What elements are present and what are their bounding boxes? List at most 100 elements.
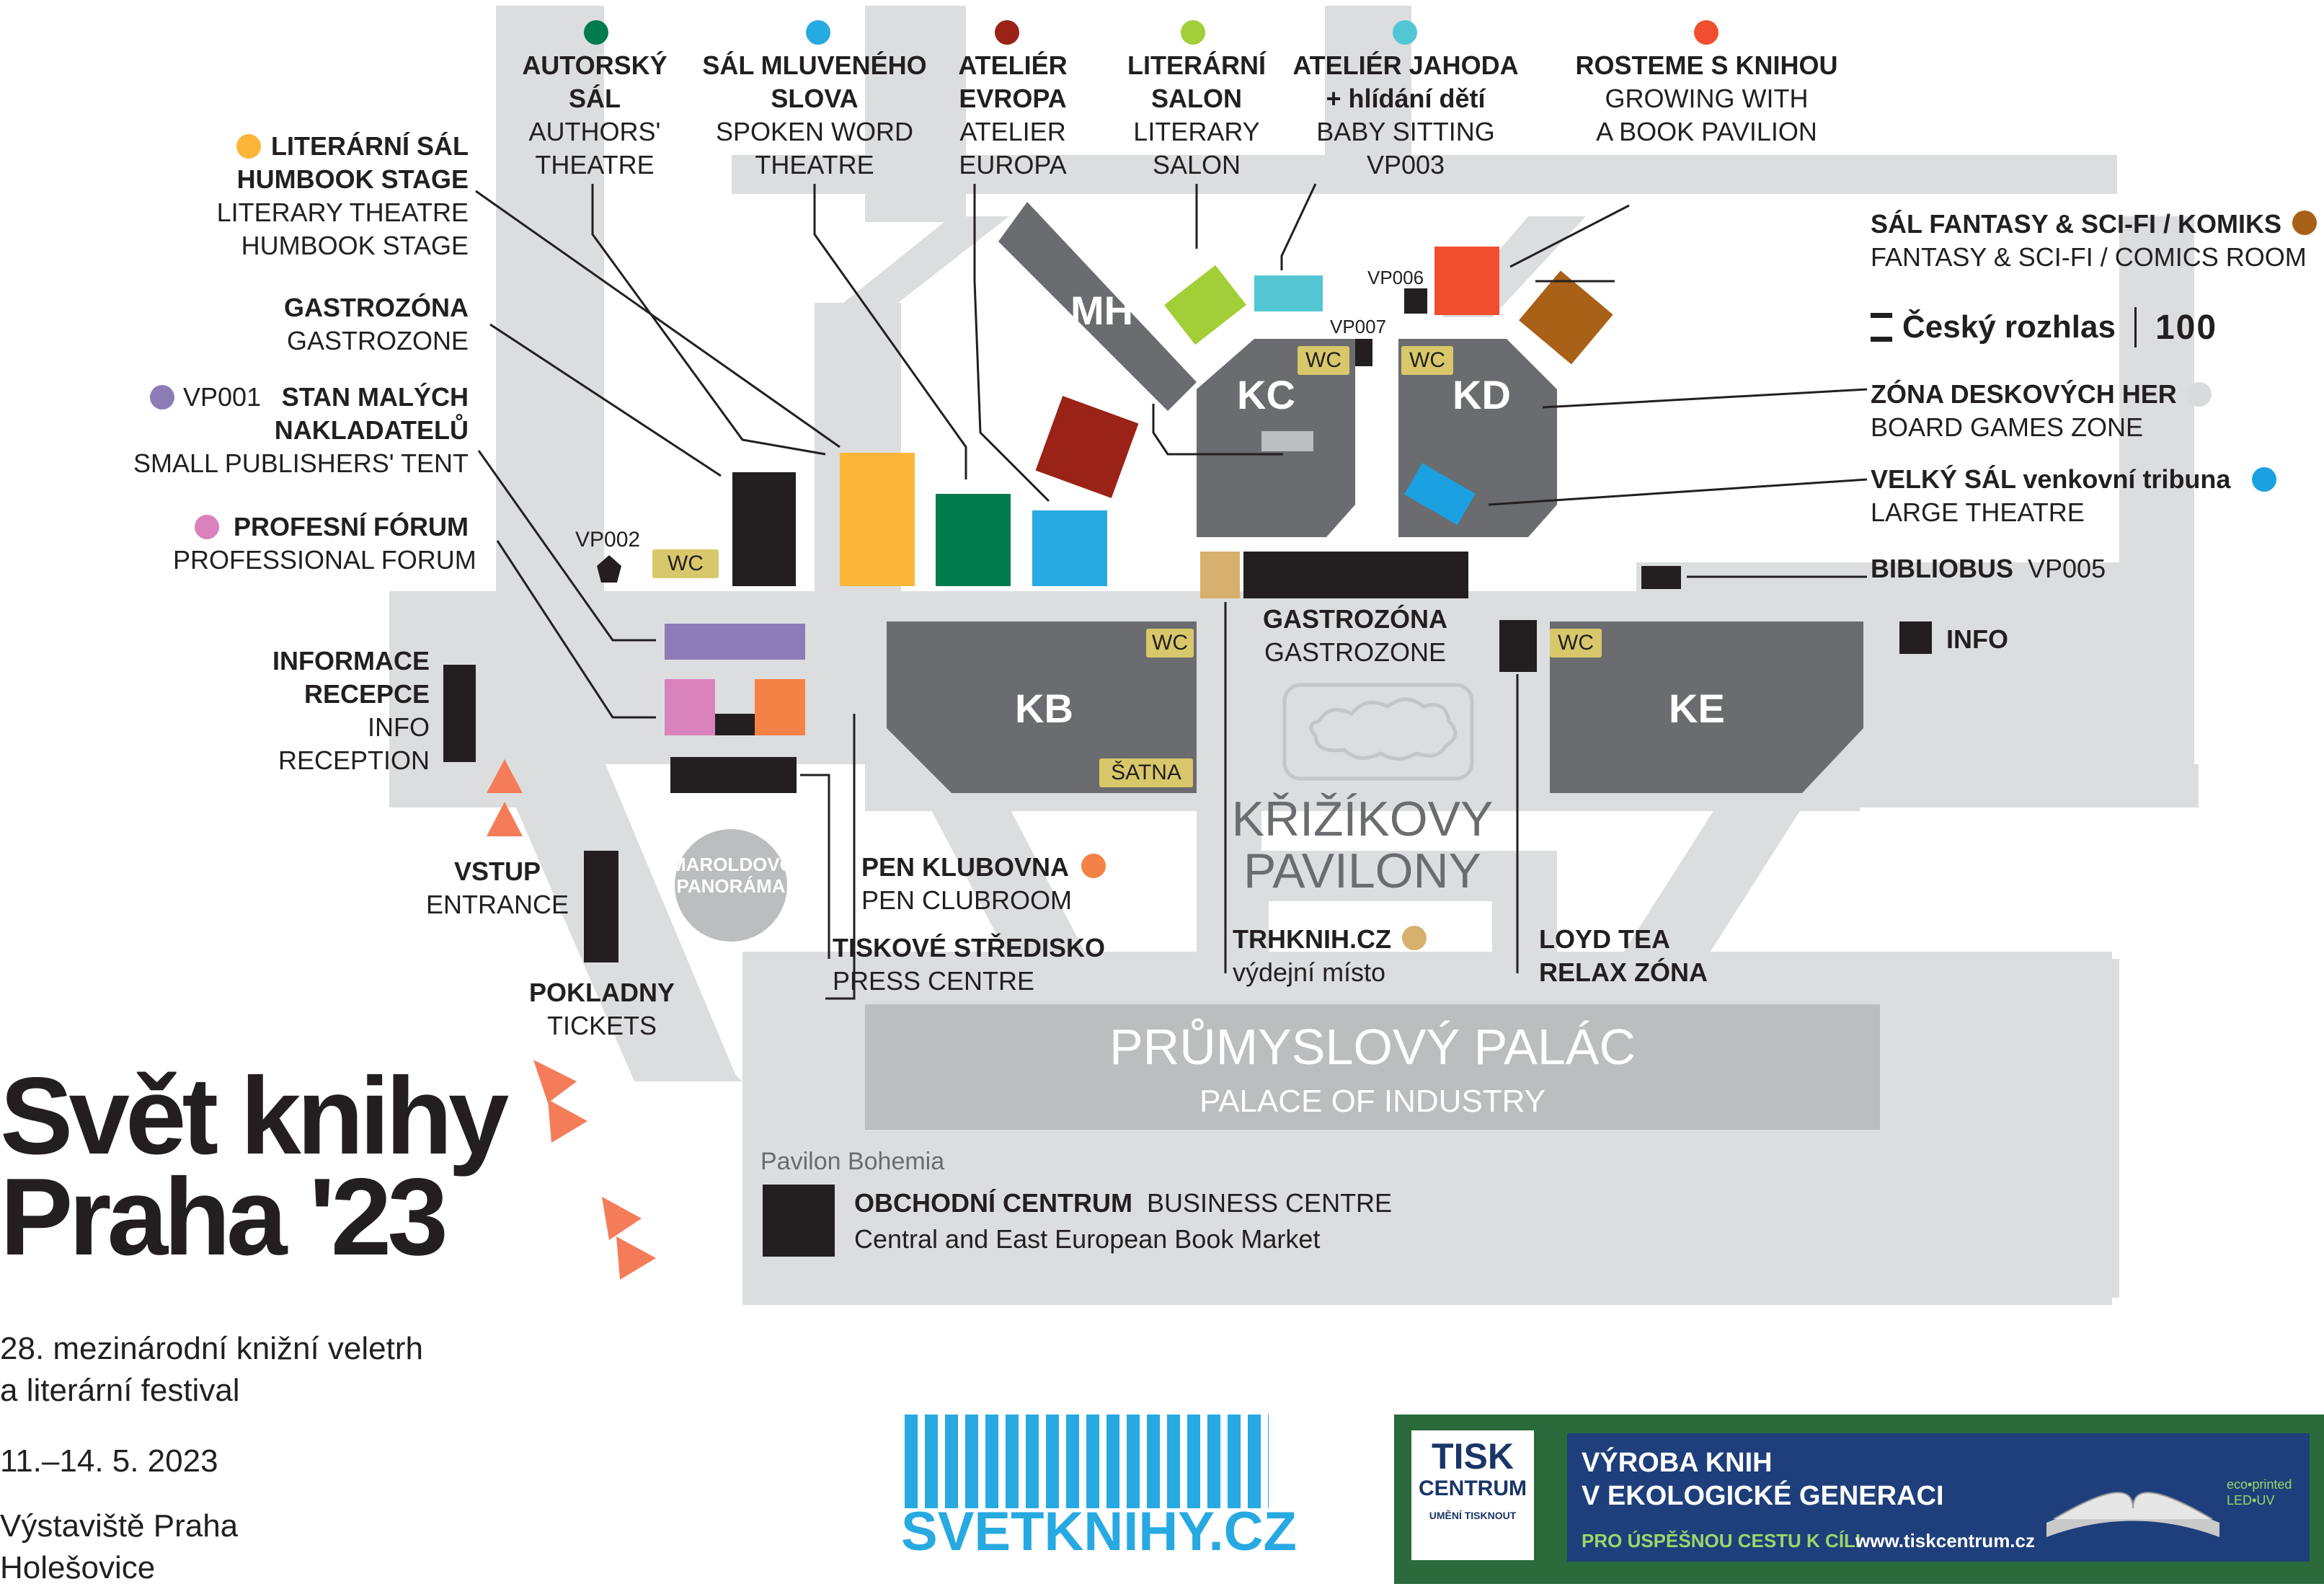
pen-clubroom [755, 679, 805, 735]
jahoda-dot [1393, 20, 1417, 45]
palace-of-industry [865, 1004, 1880, 1130]
entrance-arrows [487, 759, 656, 1280]
wc-label-vp002: WC [652, 549, 719, 578]
info-reception-box [443, 665, 476, 762]
hall-ke [1550, 621, 1863, 793]
maroldovo-panorama [675, 829, 787, 942]
spoken-word-theatre [1032, 510, 1107, 586]
krizik-fountain [1282, 683, 1474, 781]
wc-label-kb: WC [1146, 629, 1194, 658]
hall-ke-label: KE [1669, 686, 1725, 731]
festival-venue: Výstaviště Praha Holešovice [0, 1508, 239, 1585]
info-label: INFO [1946, 624, 2008, 654]
autorsky-dot [584, 20, 608, 45]
trhknih-box [1200, 552, 1240, 598]
festival-dates: 11.–14. 5. 2023 [0, 1443, 218, 1479]
leader-lines [475, 183, 1868, 1000]
press-small [715, 714, 755, 735]
vp006-box [1404, 288, 1427, 314]
festival-title: Svět knihy Praha '23 [0, 1055, 509, 1278]
festival-subtitle: 28. mezinárodní knižní veletrh a literár… [0, 1331, 423, 1408]
tisk-ad-panel: VÝROBA KNIH V EKOLOGICKÉ GENERACI PRO ÚS… [1567, 1433, 2310, 1562]
board-games-zone [1261, 431, 1313, 451]
rozhlas-icon [1871, 313, 1892, 342]
hall-kb [887, 621, 1197, 793]
tisk-centrum-logo: TISK CENTRUM UMĚNÍ TISKNOUT [1411, 1430, 1534, 1560]
trhknih-dot [1402, 926, 1427, 950]
vp007-label: VP007 [1330, 316, 1387, 337]
press-centre [670, 757, 797, 793]
atelier-europa [1035, 396, 1139, 498]
growing-with-book [1434, 247, 1499, 315]
humbook-dot [236, 134, 261, 159]
eco-badge: eco•printed LED•UV [2227, 1477, 2292, 1508]
jahoda-label: ATELIÉR JAHODA+ hlídání dětí BABY SITTIN… [1292, 50, 1519, 180]
hall-kc-label: KC [1237, 372, 1295, 417]
gastrozone-left [732, 472, 796, 586]
gastrozone-center [1243, 552, 1468, 598]
bohemia-label: Pavilon Bohemia [760, 1148, 945, 1175]
stages [443, 247, 1932, 1257]
bibliobus-label: BIBLIOBUS VP005 [1871, 554, 2106, 583]
vp001-label: VP001 [183, 382, 262, 412]
evropa-dot [995, 20, 1019, 45]
hall-mh-label: MH [1070, 288, 1134, 333]
satna-label: ŠATNA [1099, 758, 1193, 787]
hall-kb-label: KB [1015, 686, 1073, 731]
info-box [1899, 621, 1932, 654]
hall-kd-label: KD [1452, 372, 1511, 417]
pen-dot [1081, 854, 1106, 878]
bibliobus-box [1641, 566, 1681, 589]
halls [887, 202, 1863, 793]
velky-sal-dot [2252, 467, 2276, 492]
wc-label-kd: WC [1401, 346, 1453, 375]
professional-forum [665, 679, 715, 735]
vp007-box [1355, 339, 1372, 366]
vp002-label: VP002 [575, 528, 641, 552]
svetknihy-url[interactable]: SVETKNIHY.CZ [901, 1501, 1297, 1562]
business-centre-box [763, 1185, 835, 1257]
book-icon [2039, 1443, 2227, 1552]
festival-title-line1: Svět knihy [0, 1055, 509, 1177]
wc-label-ke: WC [1550, 629, 1602, 658]
barcode-logo [905, 1415, 1269, 1508]
small-publishers-tent [665, 624, 805, 660]
atelier-jahoda [1254, 275, 1323, 311]
obchodni-label: OBCHODNÍ CENTRUM BUSINESS CENTRE Central… [854, 1188, 1393, 1254]
mluveneho-dot [806, 20, 830, 45]
profesni-dot [195, 515, 219, 539]
board-games-dot [2187, 382, 2212, 407]
tisk-centrum-ad[interactable]: TISK CENTRUM UMĚNÍ TISKNOUT VÝROBA KNIH … [1394, 1415, 2324, 1584]
festival-title-line2: Praha '23 [0, 1156, 448, 1278]
vp006-label: VP006 [1367, 267, 1424, 288]
wc-label-kc: WC [1298, 346, 1349, 375]
authors-theatre [936, 494, 1011, 586]
loyd-box [1499, 620, 1537, 672]
humbook-stage [840, 453, 915, 586]
vp002-pentagon [597, 555, 621, 583]
vp001-dot [150, 385, 174, 410]
literary-salon [1163, 265, 1247, 345]
